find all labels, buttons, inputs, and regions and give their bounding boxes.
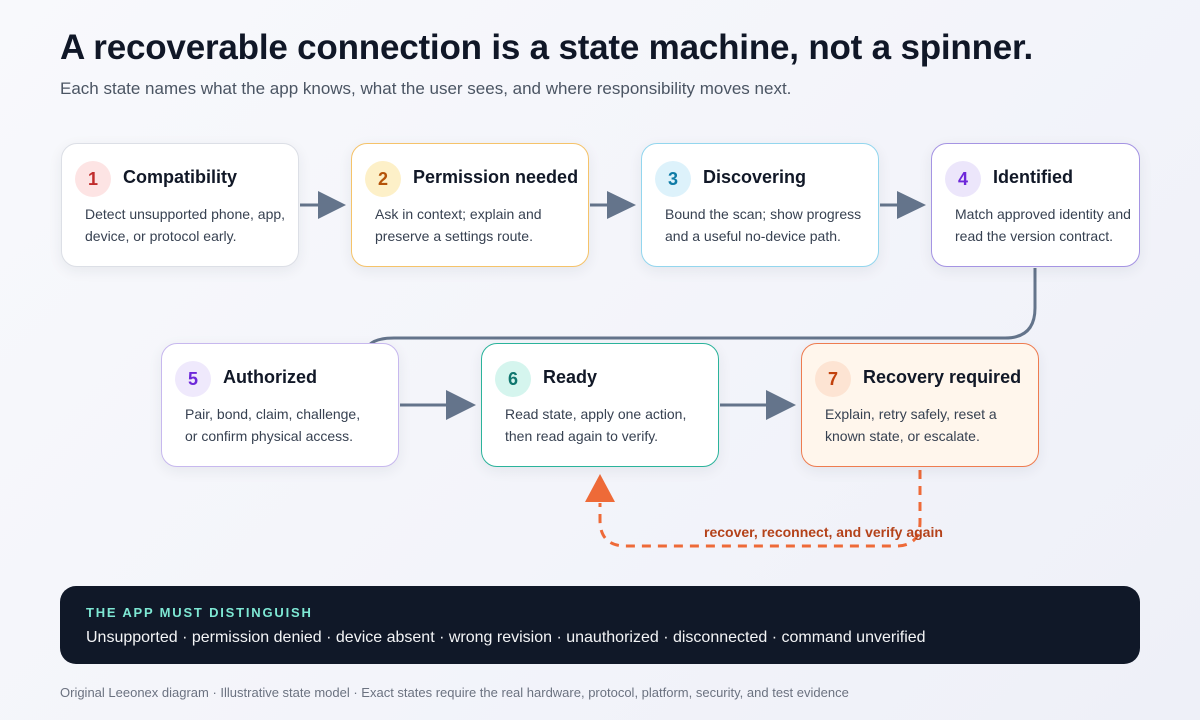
state-description: Pair, bond, claim, challenge, or confirm… — [185, 403, 397, 447]
state-description: Match approved identity and read the ver… — [955, 203, 1167, 247]
recovery-loop-label: recover, reconnect, and verify again — [704, 524, 943, 540]
state-description-line: Ask in context; explain and — [375, 206, 542, 222]
state-card-recovery-required: 7 Recovery required Explain, retry safel… — [801, 343, 1039, 467]
state-badge-4: 4 — [945, 161, 981, 197]
state-description: Bound the scan; show progress and a usef… — [665, 203, 877, 247]
state-card-permission-needed: 2 Permission needed Ask in context; expl… — [351, 143, 589, 267]
footnote: Original Leeonex diagram · Illustrative … — [60, 685, 849, 700]
state-description-line: Bound the scan; show progress — [665, 206, 862, 222]
state-card-ready: 6 Ready Read state, apply one action, th… — [481, 343, 719, 467]
state-badge-7: 7 — [815, 361, 851, 397]
state-description: Detect unsupported phone, app, device, o… — [85, 203, 297, 247]
arrow-3-to-4 — [880, 191, 926, 219]
state-card-discovering: 3 Discovering Bound the scan; show progr… — [641, 143, 879, 267]
distinguish-panel: THE APP MUST DISTINGUISH Unsupported · p… — [60, 586, 1140, 664]
state-title: Authorized — [223, 367, 317, 387]
panel-heading: THE APP MUST DISTINGUISH — [86, 605, 313, 620]
state-description-line: Read state, apply one action, — [505, 406, 687, 422]
state-title: Permission needed — [413, 167, 579, 187]
state-description-line: Match approved identity and — [955, 206, 1131, 222]
state-description-line: device, or protocol early. — [85, 228, 237, 244]
arrow-1-to-2 — [300, 191, 346, 219]
panel-text: Unsupported · permission denied · device… — [86, 629, 926, 646]
state-card-identified: 4 Identified Match approved identity and… — [931, 143, 1140, 267]
state-badge-6: 6 — [495, 361, 531, 397]
arrow-5-to-6 — [400, 390, 476, 420]
state-title: Recovery required — [863, 367, 1022, 387]
state-badge-1: 1 — [75, 161, 111, 197]
arrow-6-to-7 — [720, 390, 796, 420]
state-description-line: preserve a settings route. — [375, 228, 533, 244]
state-title: Identified — [993, 167, 1073, 187]
state-description-line: then read again to verify. — [505, 428, 659, 444]
page-title: A recoverable connection is a state mach… — [60, 28, 1034, 67]
state-description-line: Detect unsupported phone, app, — [85, 206, 286, 222]
state-title: Compatibility — [123, 167, 238, 187]
state-badge-5: 5 — [175, 361, 211, 397]
state-description-line: Pair, bond, claim, challenge, — [185, 406, 361, 422]
state-description: Ask in context; explain and preserve a s… — [375, 203, 587, 247]
state-title: Ready — [543, 367, 598, 387]
state-description-line: Explain, retry safely, reset a — [825, 406, 997, 422]
state-description: Read state, apply one action, then read … — [505, 403, 717, 447]
state-description-line: read the version contract. — [955, 228, 1113, 244]
state-title: Discovering — [703, 167, 807, 187]
state-description-line: known state, or escalate. — [825, 428, 980, 444]
state-badge-2: 2 — [365, 161, 401, 197]
state-description-line: and a useful no-device path. — [665, 228, 841, 244]
state-description-line: or confirm physical access. — [185, 428, 354, 444]
state-card-authorized: 5 Authorized Pair, bond, claim, challeng… — [161, 343, 399, 467]
page-subtitle: Each state names what the app knows, wha… — [60, 79, 792, 98]
state-badge-3: 3 — [655, 161, 691, 197]
state-description: Explain, retry safely, reset a known sta… — [825, 403, 1037, 447]
arrow-2-to-3 — [590, 191, 636, 219]
state-card-compatibility: 1 Compatibility Detect unsupported phone… — [61, 143, 299, 267]
